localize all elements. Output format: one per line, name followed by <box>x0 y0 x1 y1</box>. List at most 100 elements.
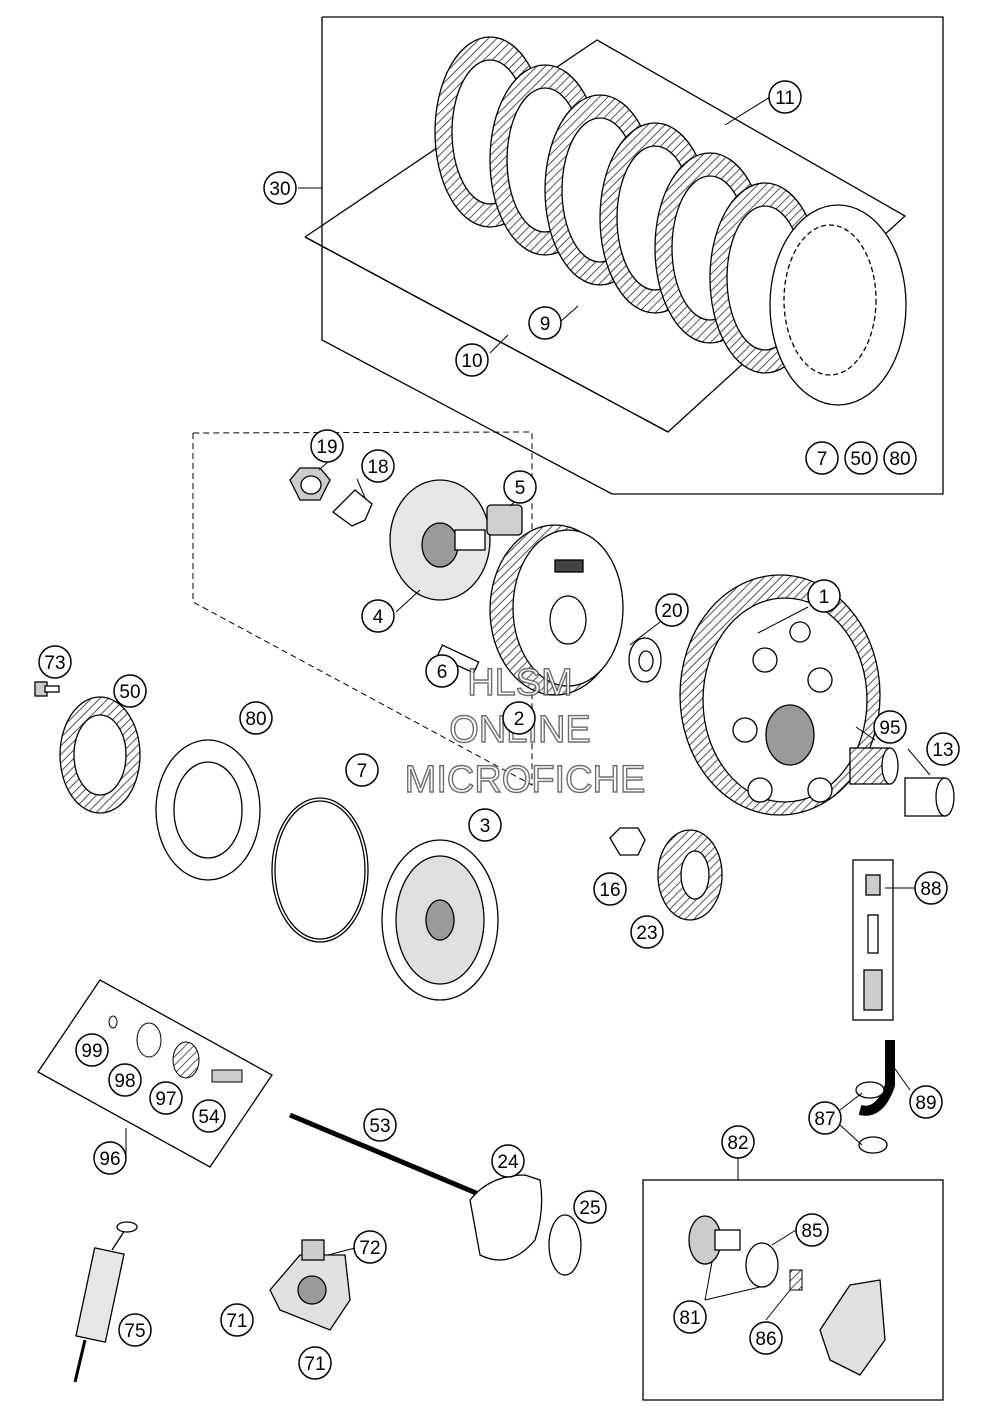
callout-11[interactable]: 11 <box>768 80 802 114</box>
callout-96[interactable]: 96 <box>93 1141 127 1175</box>
collar-16-shape <box>609 827 646 856</box>
callout-81[interactable]: 81 <box>673 1300 707 1334</box>
callout-75[interactable]: 75 <box>118 1313 152 1347</box>
callout-24[interactable]: 24 <box>491 1144 525 1178</box>
callout-label: 88 <box>920 879 941 900</box>
push-rod-kit-frame <box>37 979 273 1168</box>
callout-9[interactable]: 9 <box>528 306 562 340</box>
callout-80[interactable]: 80 <box>239 701 273 735</box>
callout-54[interactable]: 54 <box>192 1099 226 1133</box>
spring-ring-7-shape <box>271 797 369 943</box>
callout-10[interactable]: 10 <box>455 343 489 377</box>
callout-label: 95 <box>879 718 900 739</box>
callout-72[interactable]: 72 <box>353 1230 387 1264</box>
callout-3[interactable]: 3 <box>468 808 502 842</box>
callout-1[interactable]: 1 <box>807 579 841 613</box>
callout-label: 80 <box>245 709 266 730</box>
assembly-frame <box>192 431 533 786</box>
callout-label: 53 <box>369 1116 390 1137</box>
callout-87[interactable]: 87 <box>808 1101 842 1135</box>
callout-label: 99 <box>81 1041 102 1062</box>
lock-washer-18-shape <box>332 489 373 527</box>
callout-97[interactable]: 97 <box>149 1081 183 1115</box>
o-ring-85-shape <box>745 1242 779 1288</box>
piston-81-shape <box>688 1215 741 1265</box>
callout-95[interactable]: 95 <box>873 710 907 744</box>
bushing-13-shape <box>904 777 955 817</box>
callout-89[interactable]: 89 <box>909 1085 943 1119</box>
callout-25[interactable]: 25 <box>573 1190 607 1224</box>
callout-label: 1 <box>819 587 830 608</box>
callout-label: 50 <box>850 449 871 470</box>
callout-label: 96 <box>99 1149 120 1170</box>
callout-6[interactable]: 6 <box>425 654 459 688</box>
watermark-line-3: MICROFICHE <box>405 759 646 801</box>
callout-99[interactable]: 99 <box>75 1033 109 1067</box>
callout-label: 2 <box>514 709 525 730</box>
washer-20-shape <box>628 637 662 683</box>
callout-18[interactable]: 18 <box>361 449 395 483</box>
callout-label: 87 <box>814 1109 835 1130</box>
callout-23[interactable]: 23 <box>630 915 664 949</box>
callout-71-lower[interactable]: 71 <box>298 1346 332 1380</box>
bleeder-kit-frame <box>852 859 894 1021</box>
callout-4[interactable]: 4 <box>361 599 395 633</box>
callout-7-kit[interactable]: 7 <box>805 441 839 475</box>
bleeder-screw-shape <box>863 874 883 1011</box>
pressure-cap-4-shape <box>389 479 491 601</box>
callout-label: 13 <box>932 740 953 761</box>
callout-label: 71 <box>304 1354 325 1375</box>
callout-label: 72 <box>359 1238 380 1259</box>
callout-5[interactable]: 5 <box>503 470 537 504</box>
callout-label: 20 <box>661 601 682 622</box>
callout-label: 50 <box>119 682 140 703</box>
grease-syringe-75-shape <box>73 1221 138 1383</box>
callout-label: 4 <box>373 607 384 628</box>
nut-19-shape <box>289 467 331 501</box>
callout-20[interactable]: 20 <box>655 593 689 627</box>
callout-53[interactable]: 53 <box>363 1108 397 1142</box>
callout-16[interactable]: 16 <box>593 872 627 906</box>
callout-88[interactable]: 88 <box>914 871 948 905</box>
callout-86[interactable]: 86 <box>749 1321 783 1355</box>
callout-50-kit[interactable]: 50 <box>844 441 878 475</box>
callout-label: 97 <box>155 1089 176 1110</box>
o-ring-25-shape <box>548 1214 582 1276</box>
callout-73[interactable]: 73 <box>38 645 72 679</box>
callout-13[interactable]: 13 <box>926 732 960 766</box>
callout-2[interactable]: 2 <box>502 701 536 735</box>
callout-label: 82 <box>727 1133 748 1154</box>
callout-82[interactable]: 82 <box>721 1125 755 1159</box>
slave-cylinder-kit-frame <box>642 1179 944 1401</box>
callout-98[interactable]: 98 <box>108 1063 142 1097</box>
callout-label: 73 <box>44 653 65 674</box>
callout-label: 16 <box>599 880 620 901</box>
callout-7[interactable]: 7 <box>345 753 379 787</box>
callout-label: 9 <box>540 314 551 335</box>
callout-label: 25 <box>579 1198 600 1219</box>
callout-label: 75 <box>124 1321 145 1342</box>
callout-label: 18 <box>367 457 388 478</box>
callout-label: 98 <box>114 1071 135 1092</box>
callout-label: 24 <box>497 1152 519 1173</box>
callout-80-kit[interactable]: 80 <box>883 441 917 475</box>
callout-label: 7 <box>357 761 368 782</box>
slave-cylinder-body-shape <box>819 1279 886 1376</box>
callout-50[interactable]: 50 <box>113 674 147 708</box>
slave-cylinder-shape <box>269 1239 351 1331</box>
inner-hub-2-shape <box>489 524 624 696</box>
washer-80-shape <box>155 739 261 881</box>
callout-85[interactable]: 85 <box>795 1213 829 1247</box>
callout-label: 89 <box>915 1093 936 1114</box>
callout-label: 30 <box>269 179 290 200</box>
thrust-bearing-50-shape <box>59 696 141 814</box>
callout-label: 71 <box>226 1311 247 1332</box>
callout-30[interactable]: 30 <box>263 171 297 205</box>
callout-19[interactable]: 19 <box>310 429 344 463</box>
callout-label: 86 <box>755 1329 776 1350</box>
watermark-line-1: HLSM <box>467 662 573 704</box>
callout-label: 6 <box>437 662 448 683</box>
needle-bearing-95-shape <box>849 747 899 785</box>
callout-71[interactable]: 71 <box>220 1303 254 1337</box>
callout-label: 81 <box>679 1308 700 1329</box>
